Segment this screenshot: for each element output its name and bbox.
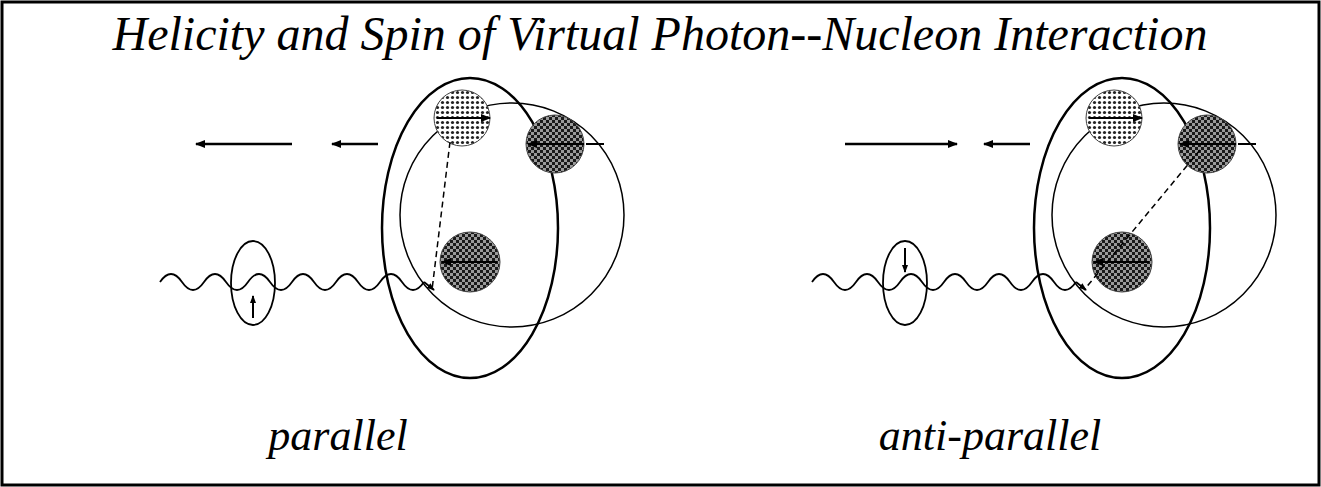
diagram-title: Helicity and Spin of Virtual Photon--Nuc… xyxy=(113,8,1208,61)
case-label: parallel xyxy=(268,412,407,460)
case-label: anti-parallel xyxy=(879,412,1101,460)
